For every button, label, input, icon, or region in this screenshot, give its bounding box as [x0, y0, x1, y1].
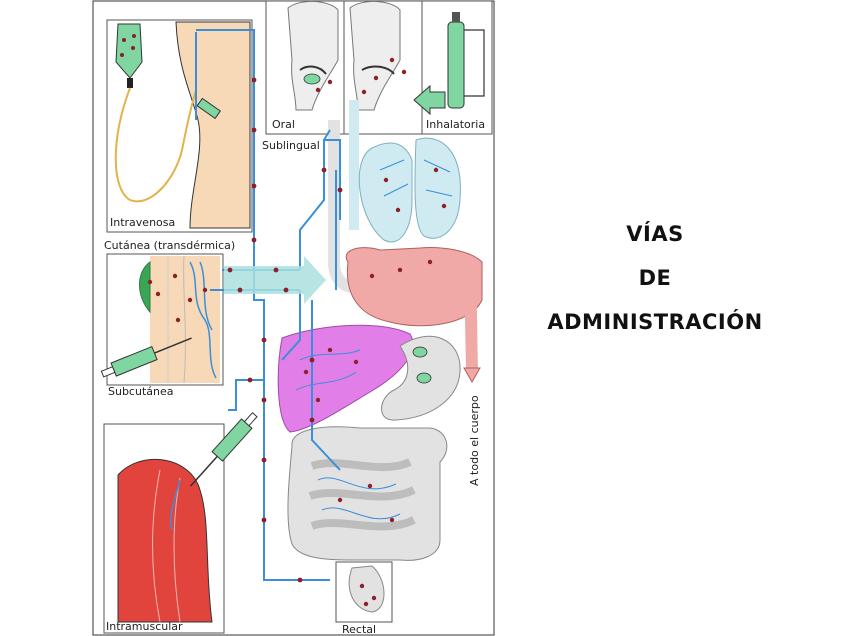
label-intramuscular: Intramuscular — [106, 620, 183, 633]
intestines — [287, 426, 448, 561]
syringe-icon — [196, 97, 222, 120]
inhale-arrow — [413, 84, 446, 116]
to-body-arrow — [463, 367, 481, 384]
label-oral: Oral — [272, 118, 295, 131]
inhalation-panel: Inhalatoria — [413, 0, 493, 135]
lungs — [358, 137, 461, 243]
skin-panel — [100, 253, 224, 386]
label-cutanea: Cutánea (transdérmica) — [104, 239, 235, 252]
title-line-1: VÍAS — [626, 222, 684, 246]
label-subcutanea: Subcutánea — [108, 385, 174, 398]
head-panel: Oral — [265, 0, 423, 135]
label-inhalatoria: Inhalatoria — [426, 118, 485, 131]
syringe-icon — [189, 412, 258, 487]
syringe-icon — [100, 337, 192, 378]
absorption-arrow — [224, 256, 326, 304]
heart — [345, 247, 483, 384]
intravenous-panel: Intravenosa — [106, 19, 253, 233]
skin-patch-icon — [139, 261, 151, 314]
title-line-2: DE — [638, 266, 672, 290]
label-todo-cuerpo: A todo el cuerpo — [468, 395, 481, 486]
label-sublingual: Sublingual — [262, 139, 320, 152]
label-rectal: Rectal — [342, 623, 376, 636]
drug-particles — [227, 77, 343, 583]
iv-tubing — [114, 87, 197, 203]
oxygen-tank-icon — [447, 12, 485, 109]
rectal-panel: Rectal — [335, 561, 393, 636]
stomach — [381, 335, 461, 421]
iv-bag-icon — [115, 23, 143, 88]
title-line-3: ADMINISTRACIÓN — [547, 310, 763, 334]
intramuscular-panel: Intramuscular — [103, 412, 258, 634]
label-intravenosa: Intravenosa — [110, 216, 175, 229]
